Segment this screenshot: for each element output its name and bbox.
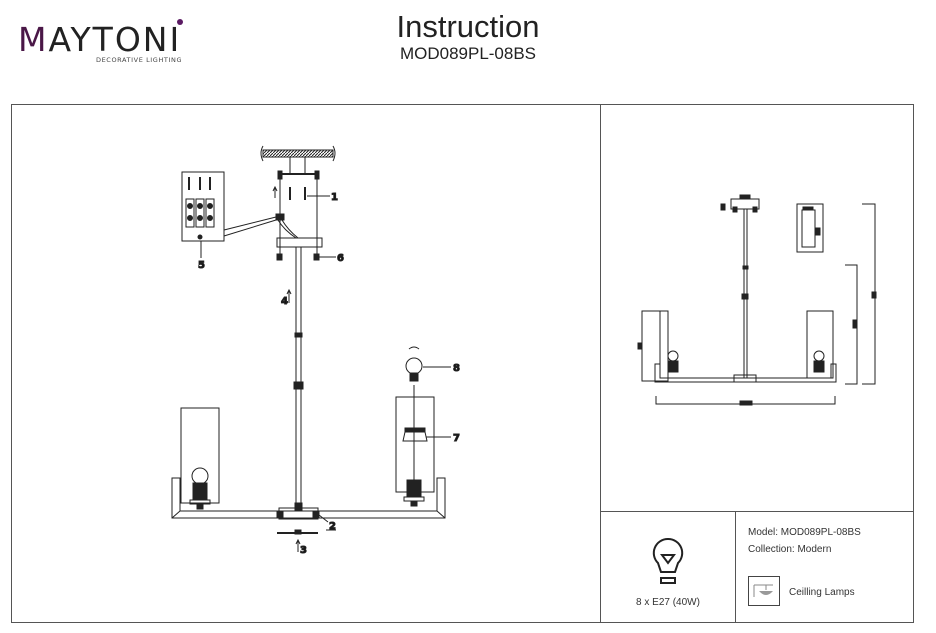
callout-8: 8 — [453, 363, 460, 374]
brand-name: MAYTONI — [18, 20, 181, 59]
dimension-drawing — [637, 194, 877, 406]
callout-5: 5 — [198, 260, 205, 271]
brand-tagline: DECORATIVE LIGHTING — [96, 56, 183, 64]
divider-vertical — [600, 104, 601, 623]
brand-name-initial: M — [18, 20, 49, 59]
bulb-spec-cell: 8 x E27 (40W) — [601, 512, 735, 622]
left-shade — [180, 407, 220, 510]
brand-dot-icon — [177, 19, 183, 25]
brand-logo: MAYTONI DECORATIVE LIGHTING — [18, 18, 188, 68]
collection-line: Collection: Modern — [748, 544, 832, 555]
product-info: Model: MOD089PL-08BS Collection: Modern — [748, 524, 861, 558]
callout-6: 6 — [337, 253, 344, 264]
divider-horizontal — [600, 511, 914, 512]
ceiling-mount — [260, 145, 336, 258]
terminal-block-detail — [181, 171, 277, 258]
light-bulb-icon — [652, 537, 684, 584]
lamp-frame — [171, 477, 446, 552]
callout-2: 2 — [329, 521, 336, 532]
bulb-caption: 8 x E27 (40W) — [636, 597, 700, 608]
callout-3: 3 — [300, 545, 307, 556]
callout-4: 4 — [281, 296, 288, 307]
right-shade — [395, 385, 451, 507]
model-number: MOD089PL-08BS — [399, 44, 537, 63]
category-label: Ceilling Lamps — [789, 587, 855, 598]
ceiling-lamp-icon — [748, 576, 780, 606]
bulb-part — [405, 346, 451, 382]
brand-name-rest: AYTONI — [48, 20, 182, 59]
divider-spec — [735, 511, 736, 623]
callout-7: 7 — [453, 433, 460, 444]
canopy — [276, 237, 323, 248]
model-line: Model: MOD089PL-08BS — [748, 527, 861, 538]
suspension-rod — [286, 247, 304, 508]
callout-1: 1 — [331, 192, 338, 203]
instruction-frame — [11, 104, 914, 623]
page-header: Instruction MOD089PL-08BS — [0, 10, 936, 64]
page-title: Instruction — [396, 9, 540, 44]
